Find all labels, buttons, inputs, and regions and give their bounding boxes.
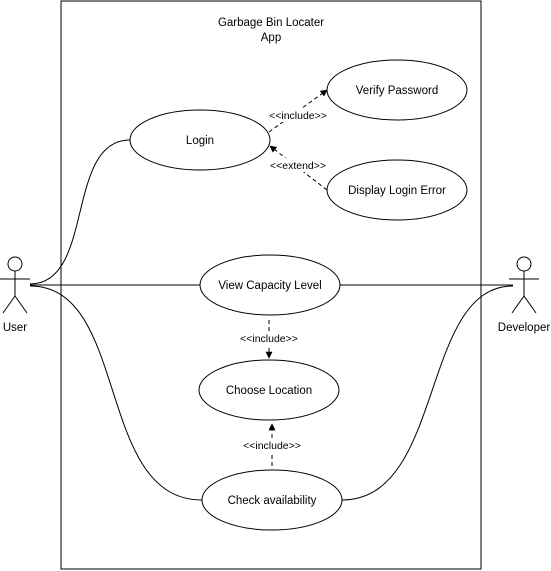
include-location-label: <<include>> (240, 333, 298, 345)
actor-user-label: User (3, 322, 27, 334)
use-case-choose-location[interactable]: Choose Location (198, 359, 340, 421)
actor-developer-head (516, 256, 532, 272)
use-case-display-login-error[interactable]: Display Login Error (326, 159, 468, 221)
system-title-line2: App (261, 32, 281, 44)
use-case-check-availability[interactable]: Check availability (201, 469, 343, 531)
include-verify-label: <<include>> (269, 110, 327, 122)
extend-error-label: <<extend>> (270, 160, 326, 172)
system-title: Garbage Bin Locater (218, 17, 324, 29)
actor-developer-label: Developer (498, 322, 551, 334)
use-case-view-capacity-level[interactable]: View Capacity Level (199, 254, 341, 316)
actor-user-head (7, 256, 23, 272)
actor-developer[interactable] (509, 256, 539, 314)
use-case-choose-location-label: Choose Location (226, 385, 312, 397)
actor-user[interactable] (0, 256, 30, 314)
use-case-view-capacity-level-label: View Capacity Level (218, 280, 321, 292)
assoc-developer-check-availability (341, 285, 514, 501)
include-check-label: <<include>> (243, 440, 301, 452)
assoc-user-check-availability (29, 285, 203, 501)
use-case-display-login-error-label: Display Login Error (348, 185, 446, 197)
use-case-login-label: Login (186, 135, 214, 147)
use-case-login[interactable]: Login (129, 109, 271, 171)
assoc-user-login (29, 139, 131, 285)
use-case-check-availability-label: Check availability (228, 495, 317, 507)
use-case-verify-password[interactable]: Verify Password (326, 59, 468, 121)
use-case-verify-password-label: Verify Password (356, 85, 438, 97)
